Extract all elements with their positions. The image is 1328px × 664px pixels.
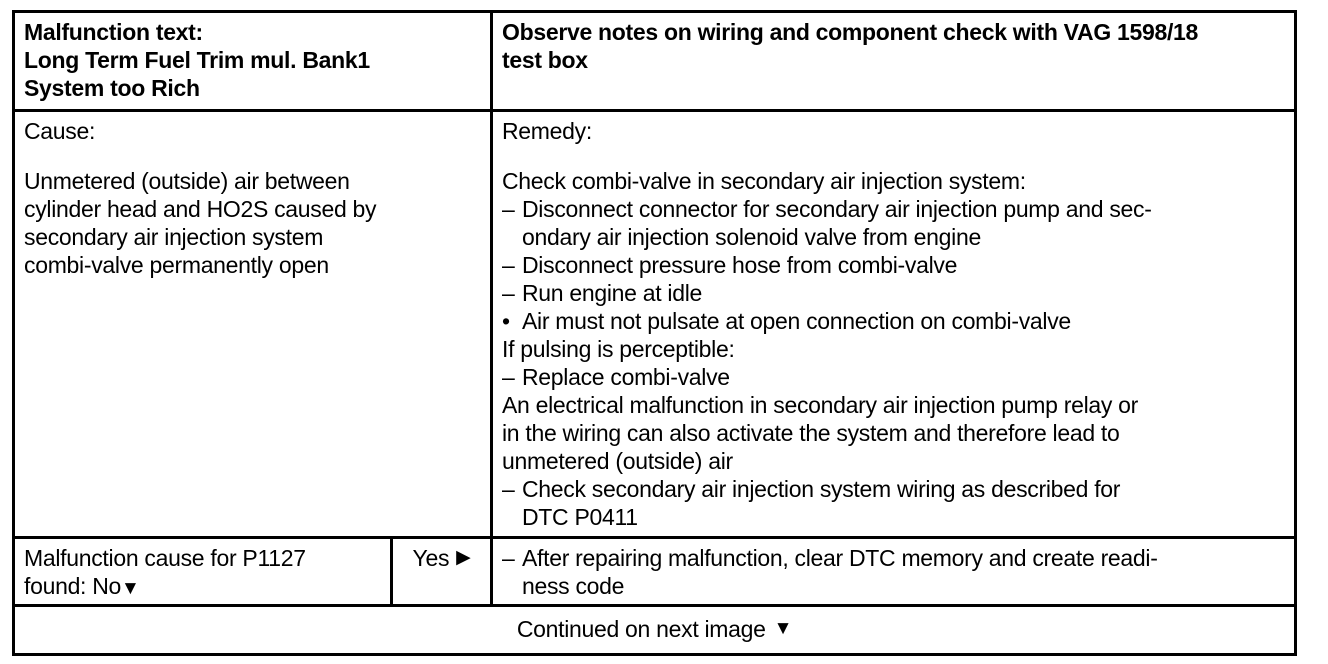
fault-table: Malfunction text: Long Term Fuel Trim mu… [12,10,1297,656]
remedy-item-1-line-2: ondary air injection solenoid valve from… [522,224,981,250]
remedy-item-1-line-1: Disconnect connector for secondary air i… [522,196,1152,222]
malfunction-text-line-2: System too Rich [24,75,200,101]
decision-question-label: found: No [24,573,122,599]
cause-line-2: cylinder head and HO2S caused by [24,196,377,222]
table-row-header: Malfunction text: Long Term Fuel Trim mu… [15,13,1294,112]
remedy-item-3-line-1: Run engine at idle [522,280,703,306]
remedy-intro: Check combi-valve in secondary air injec… [502,168,1026,194]
decision-action-item: – After repairing malfunction, clear DTC… [502,544,1285,572]
remedy-item-4-line-1: Air must not pulsate at open connection … [522,308,1071,334]
observe-notes-cell: Observe notes on wiring and component ch… [493,13,1294,109]
decision-action-line-2: ness code [522,573,625,599]
decision-question-line-1: Malfunction cause for P1127 [24,545,306,571]
remedy-cell: Remedy: Check combi-valve in secondary a… [493,112,1294,536]
triangle-down-icon: ▼ [121,578,140,599]
decision-answer-label: Yes [412,545,450,571]
decision-question-line-2: found: No▼ [24,572,381,603]
remedy-list-item: – Run engine at idle [502,279,1285,307]
dash-icon: – [502,196,515,222]
cause-line-4: combi-valve permanently open [24,252,329,278]
decision-answer-cell[interactable]: Yes ▶ [393,539,493,604]
malfunction-text-title: Malfunction text: [24,19,203,45]
remedy-list-item: – Disconnect connector for secondary air… [502,195,1285,223]
remedy-condition: If pulsing is perceptible: [502,336,735,362]
remedy-list-item: • Air must not pulsate at open connectio… [502,307,1285,335]
continued-inner: Continued on next image ▼ [516,615,793,643]
decision-answer-inner: Yes ▶ [413,544,471,572]
triangle-down-icon: ▼ [773,617,793,639]
remedy-spacer [502,145,1285,167]
dash-icon: – [502,476,515,502]
remedy-paragraph-line-2: in the wiring can also activate the syst… [502,420,1120,446]
cause-cell: Cause: Unmetered (outside) air between c… [15,112,493,536]
cause-line-3: secondary air injection system [24,224,324,250]
observe-notes-line-2: test box [502,47,588,73]
continued-label: Continued on next image [516,615,766,642]
decision-action-cell: – After repairing malfunction, clear DTC… [493,539,1294,604]
remedy-paragraph-line-3: unmetered (outside) air [502,448,733,474]
dash-icon: – [502,252,515,278]
cause-line-1: Unmetered (outside) air between [24,168,350,194]
dash-icon: – [502,364,515,390]
remedy-item-2-line-1: Disconnect pressure hose from combi-valv… [522,252,958,278]
remedy-list-item: – Replace combi-valve [502,363,1285,391]
remedy-paragraph-line-1: An electrical malfunction in secondary a… [502,392,1139,418]
remedy-item-6-line-1: Check secondary air injection system wir… [522,476,1121,502]
malfunction-text-cell: Malfunction text: Long Term Fuel Trim mu… [15,13,493,109]
table-row-decision: Malfunction cause for P1127 found: No▼ Y… [15,539,1294,607]
remedy-list-item: – Check secondary air injection system w… [502,475,1285,503]
remedy-title: Remedy: [502,118,592,144]
table-row-body: Cause: Unmetered (outside) air between c… [15,112,1294,539]
continued-cell: Continued on next image ▼ [15,607,1294,650]
cause-spacer [24,145,481,167]
decision-question-cell: Malfunction cause for P1127 found: No▼ [15,539,393,604]
cause-title: Cause: [24,118,96,144]
dash-icon: – [502,280,515,306]
triangle-right-icon: ▶ [456,547,471,568]
malfunction-text-line-1: Long Term Fuel Trim mul. Bank1 [24,47,370,73]
bullet-icon: • [502,308,510,334]
observe-notes-line-1: Observe notes on wiring and component ch… [502,19,1199,45]
decision-action-line-1: After repairing malfunction, clear DTC m… [522,545,1158,571]
remedy-item-6-line-2: DTC P0411 [522,504,638,530]
table-row-footer: Continued on next image ▼ [15,607,1294,650]
dash-icon: – [502,545,515,571]
remedy-list-item: – Disconnect pressure hose from combi-va… [502,251,1285,279]
remedy-item-5-line-1: Replace combi-valve [522,364,730,390]
